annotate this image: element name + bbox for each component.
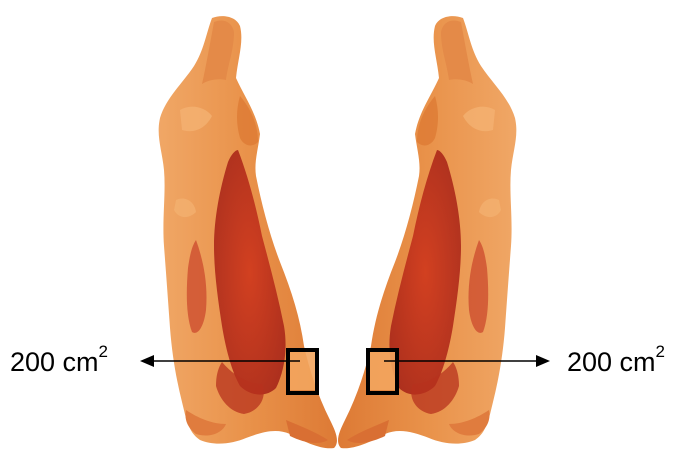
sample-area-label-right: 200 cm2 xyxy=(567,349,665,376)
sample-area-label-left: 200 cm2 xyxy=(10,349,108,376)
carcass-right-image xyxy=(338,16,516,448)
sample-area-right xyxy=(368,350,397,393)
sample-area-left xyxy=(288,350,317,393)
